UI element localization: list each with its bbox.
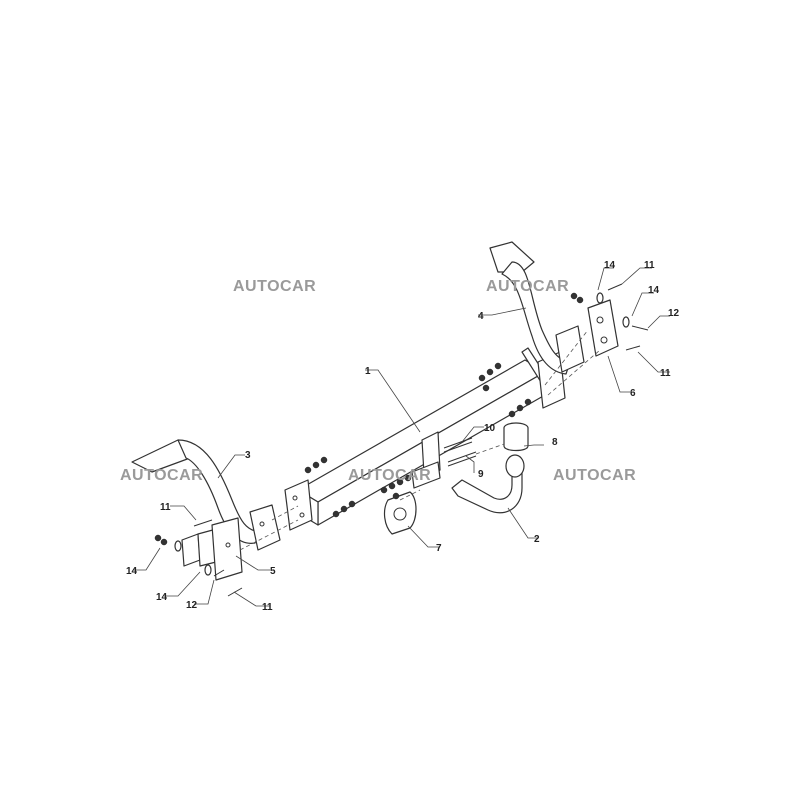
- tow-ball-cover: [503, 422, 529, 478]
- leader-lines: [133, 267, 670, 607]
- callouts: 1 2 3 4 5 6 7 8 9 10 11 11 11 11 12 12 1…: [126, 260, 680, 613]
- callout-11b: 11: [262, 602, 273, 613]
- watermark-autocar: AUTOCAR: [348, 467, 432, 484]
- left-side-bracket: [131, 439, 281, 551]
- watermark-autocar: AUTOCAR: [486, 278, 570, 295]
- callout-11d: 11: [660, 368, 671, 379]
- callout-12b: 12: [668, 308, 680, 319]
- hardware-left: [154, 519, 243, 597]
- socket-plate: [383, 491, 417, 535]
- watermark-autocar: AUTOCAR: [553, 467, 637, 484]
- watermark-autocar: AUTOCAR: [120, 467, 204, 484]
- callout-7: 7: [436, 543, 442, 554]
- callout-10: 10: [484, 423, 496, 434]
- callout-14d: 14: [648, 285, 660, 296]
- callout-9: 9: [478, 469, 484, 480]
- callout-2: 2: [534, 534, 540, 545]
- callout-3: 3: [245, 450, 251, 461]
- callout-4: 4: [478, 311, 484, 322]
- right-side-bracket: [489, 241, 585, 375]
- nut-set-right: [478, 362, 532, 418]
- nut-set-center: [380, 474, 412, 500]
- callout-14b: 14: [156, 592, 168, 603]
- right-inner-bracket: [587, 299, 619, 357]
- callout-5: 5: [270, 566, 276, 577]
- callout-8: 8: [552, 437, 558, 448]
- callout-14a: 14: [126, 566, 138, 577]
- callout-1: 1: [365, 366, 371, 377]
- callout-14c: 14: [604, 260, 616, 271]
- mount-bolts: [443, 437, 477, 467]
- tow-ball-mount-plate: [411, 431, 441, 489]
- assembly-lines: [239, 329, 601, 551]
- left-inner-bracket: [181, 517, 243, 581]
- callout-11c: 11: [644, 260, 655, 271]
- beam-left-plate: [284, 479, 313, 531]
- callout-11a: 11: [160, 502, 171, 513]
- watermark-autocar: AUTOCAR: [233, 278, 317, 295]
- callout-12a: 12: [186, 600, 198, 611]
- hardware-right: [570, 283, 649, 351]
- callout-6: 6: [630, 388, 636, 399]
- nut-set-left: [304, 456, 356, 518]
